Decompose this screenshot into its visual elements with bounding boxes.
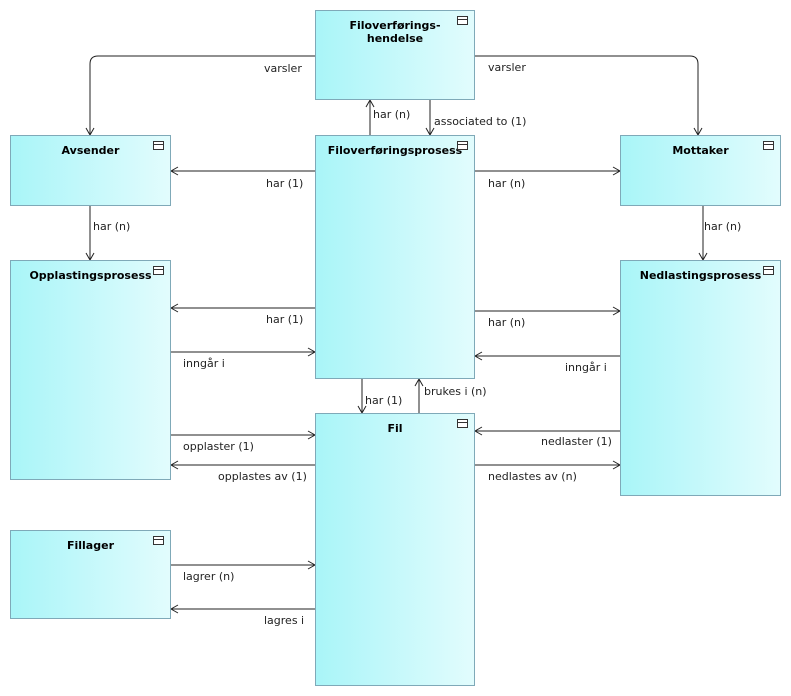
connector-event-receiver: [475, 55, 699, 135]
class-fillager[interactable]: Fillager: [10, 530, 171, 619]
relation-label: opplastes av (1): [218, 470, 307, 483]
class-icon: [457, 419, 468, 428]
arrowhead: [169, 604, 179, 614]
relation-label: lagrer (n): [183, 570, 235, 583]
relation-label: har (1): [266, 177, 304, 190]
arrowhead: [169, 166, 179, 176]
relation-label: lagres i: [264, 614, 305, 627]
class-avsender[interactable]: Avsender: [10, 135, 171, 206]
arrowhead: [169, 303, 179, 313]
class-icon: [153, 266, 164, 275]
relation-label: nedlastes av (n): [488, 470, 577, 483]
class-filoverforingshendelse[interactable]: Filoverførings- hendelse: [315, 10, 475, 100]
class-filoverforingsprosess[interactable]: Filoverføringsprosess: [315, 135, 475, 379]
relation-label: har (n): [93, 220, 131, 233]
connector-event-sender: [89, 55, 315, 135]
class-title: Fil: [387, 422, 403, 435]
relation-label: inngår i: [565, 361, 607, 374]
arrowhead: [365, 98, 375, 108]
arrowhead: [169, 460, 179, 470]
class-icon: [153, 141, 164, 150]
relation-label: har (n): [373, 108, 411, 121]
relation-label: har (1): [266, 313, 304, 326]
class-opplastingsprosess[interactable]: Opplastingsprosess: [10, 260, 171, 480]
class-title: Opplastingsprosess: [29, 269, 152, 282]
relation-label: varsler: [264, 62, 302, 75]
relation-label: brukes i (n): [424, 385, 487, 398]
arrowhead: [473, 426, 483, 436]
relation-label: associated to (1): [434, 115, 527, 128]
class-icon: [153, 536, 164, 545]
relation-label: har (n): [488, 316, 526, 329]
relation-label: inngår i: [183, 357, 225, 370]
class-title: Nedlastingsprosess: [639, 269, 762, 282]
relation-label: nedlaster (1): [541, 435, 612, 448]
class-title: Avsender: [61, 144, 120, 157]
class-icon: [763, 141, 774, 150]
class-nedlastingsprosess[interactable]: Nedlastingsprosess: [620, 260, 781, 496]
class-icon: [763, 266, 774, 275]
class-mottaker[interactable]: Mottaker: [620, 135, 781, 206]
class-title: Filoverførings- hendelse: [349, 19, 441, 45]
class-icon: [457, 141, 468, 150]
class-title: Filoverføringsprosess: [327, 144, 463, 157]
relation-label: opplaster (1): [183, 440, 254, 453]
relation-label: har (1): [365, 394, 403, 407]
arrowhead: [473, 351, 483, 361]
class-title: Mottaker: [672, 144, 729, 157]
relation-label: varsler: [488, 61, 526, 74]
relation-label: har (n): [704, 220, 742, 233]
arrowhead: [414, 377, 424, 387]
relation-label: har (n): [488, 177, 526, 190]
class-icon: [457, 16, 468, 25]
class-fil[interactable]: Fil: [315, 413, 475, 686]
class-title: Fillager: [66, 539, 114, 552]
